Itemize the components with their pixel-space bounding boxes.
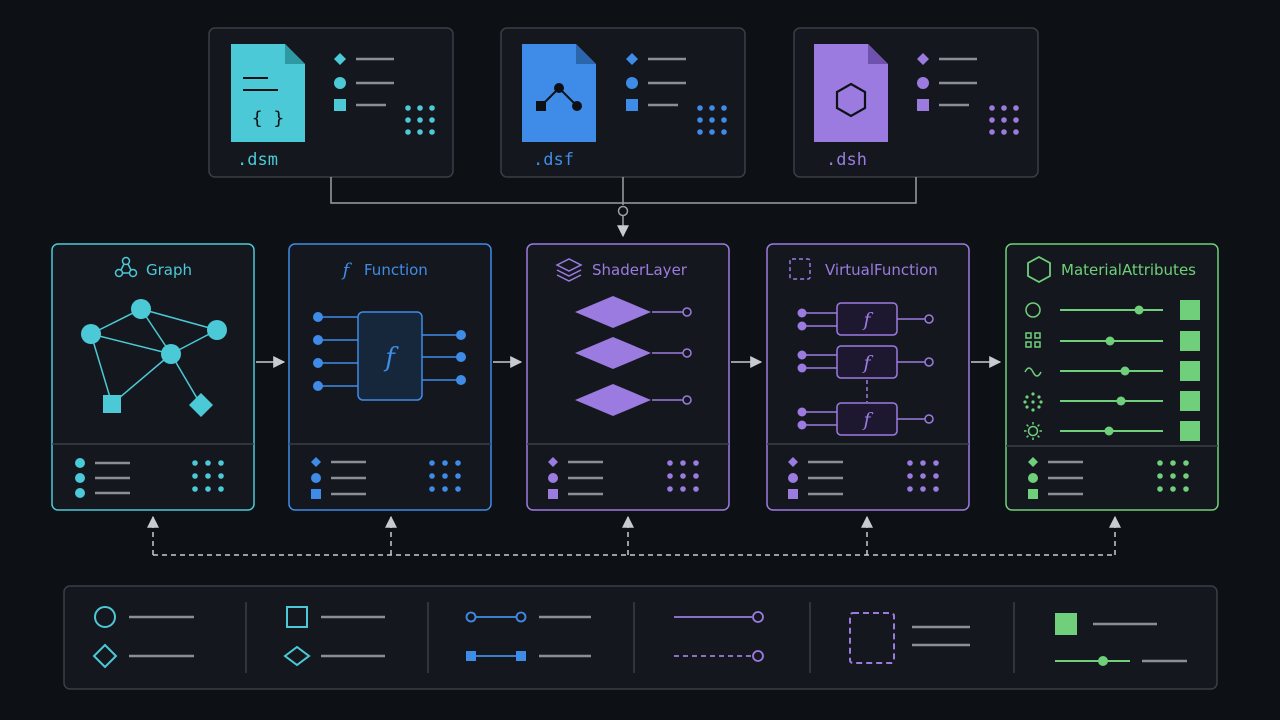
- document-icon: [522, 44, 596, 142]
- panel-legend: [1028, 457, 1083, 499]
- circle-icon: [1025, 302, 1041, 318]
- function-glyph: f: [861, 409, 873, 431]
- function-glyph: f: [861, 309, 873, 331]
- legend-connections: [465, 611, 591, 661]
- function-glyph: f: [861, 352, 873, 374]
- legend-shapes: [917, 53, 977, 111]
- layers-icon: [555, 258, 583, 282]
- legend-attributes: [1055, 613, 1187, 666]
- file-card-dsf[interactable]: .dsf: [500, 27, 746, 178]
- grid-icon: [667, 460, 699, 492]
- legend-panel: [63, 585, 1218, 690]
- grid-icon: [405, 105, 435, 135]
- file-glyph: { }: [252, 108, 285, 129]
- panel-legend: [788, 457, 843, 499]
- panel-legend: [548, 457, 603, 499]
- panel-function[interactable]: f Function f: [288, 243, 492, 511]
- legend-port-shapes: [283, 606, 385, 667]
- panel-shaderlayer[interactable]: ShaderLayer: [526, 243, 730, 511]
- feedback-dashed-lines: [147, 515, 1121, 556]
- grid-small-icon: [1025, 332, 1041, 348]
- grid-icon: [1157, 460, 1189, 492]
- file-card-dsh[interactable]: .dsh: [793, 27, 1039, 178]
- panel-title: ShaderLayer: [592, 261, 688, 279]
- panel-title: Graph: [146, 261, 192, 279]
- grid-icon: [697, 105, 727, 135]
- panel-materialattributes[interactable]: MaterialAttributes: [1005, 243, 1219, 511]
- graph-icon: [114, 256, 138, 278]
- dots-circle-icon: [1023, 392, 1043, 412]
- legend-shapes: [334, 53, 394, 111]
- document-icon: { }: [231, 44, 305, 142]
- panel-title: VirtualFunction: [825, 261, 938, 279]
- slider-handles[interactable]: [1104, 305, 1144, 436]
- grid-icon: [429, 460, 461, 492]
- legend-link-types: [674, 611, 764, 662]
- legend-node-shapes: [92, 606, 194, 669]
- panel-virtualfunction[interactable]: VirtualFunction f f: [766, 243, 970, 511]
- document-icon: [814, 44, 888, 142]
- panel-legend: [75, 458, 130, 498]
- panel-title: Function: [364, 261, 428, 279]
- grid-icon: [907, 460, 939, 492]
- file-extension: .dsm: [237, 150, 278, 170]
- panel-legend: [311, 457, 366, 499]
- sun-icon: [1024, 422, 1042, 440]
- attribute-icons: [1023, 302, 1043, 440]
- virtual-function-icon: [789, 258, 811, 280]
- function-node: f: [313, 311, 466, 401]
- layer-stack: [575, 296, 692, 416]
- legend-virtual: [849, 612, 970, 664]
- files-connector: [330, 177, 917, 238]
- legend-shapes: [626, 53, 686, 111]
- hexagon-icon: [1027, 255, 1051, 284]
- wave-icon: [1024, 367, 1042, 377]
- attribute-swatches: [1180, 300, 1200, 441]
- panel-title: MaterialAttributes: [1061, 261, 1196, 279]
- grid-icon: [989, 105, 1019, 135]
- virtual-function-nodes: f f f: [797, 302, 934, 436]
- graph-network: [81, 299, 227, 417]
- file-card-dsm[interactable]: { } .dsm: [208, 27, 454, 178]
- grid-icon: [192, 460, 224, 492]
- file-extension: .dsf: [533, 150, 574, 170]
- panel-graph[interactable]: Graph: [51, 243, 255, 511]
- file-extension: .dsh: [826, 150, 867, 170]
